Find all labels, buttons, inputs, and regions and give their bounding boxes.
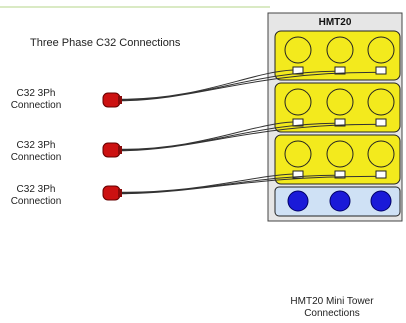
diagram-title: Three Phase C32 Connections (30, 37, 181, 49)
socket-2-3 (367, 88, 395, 116)
socket-indicator-2-2 (334, 118, 346, 127)
tower-title: HMT20 (319, 17, 352, 28)
cable-2-3 (119, 123, 377, 152)
socket-indicator-1-2 (334, 66, 346, 75)
hmt20-tower: HMT20 (267, 12, 403, 222)
cable-2-1 (119, 121, 294, 150)
plug-1-tail (118, 96, 122, 104)
plugs (102, 92, 122, 201)
socket-1-3 (367, 36, 395, 64)
connection-label-3-line1: C32 3Ph (16, 184, 56, 195)
breaker-2 (329, 190, 351, 212)
breaker-1 (287, 190, 309, 212)
socket-2-1 (284, 88, 312, 116)
tower-caption: HMT20 Mini Tower Connections (272, 296, 392, 320)
connection-label-2-line1: C32 3Ph (16, 140, 56, 151)
cable-3-1 (119, 173, 294, 193)
socket-3-3 (367, 140, 395, 168)
socket-2-2 (326, 88, 354, 116)
plug-3 (102, 185, 121, 201)
connection-label-3-line2: Connection (10, 196, 62, 207)
cables (119, 69, 377, 195)
connection-label-3: C32 3Ph Connection (6, 184, 66, 208)
connection-label-1-line2: Connection (10, 100, 62, 111)
connection-label-1-line1: C32 3Ph (16, 88, 56, 99)
plug-2-tail (118, 146, 122, 154)
socket-indicator-3-3 (375, 170, 387, 179)
cable-3-3 (119, 175, 377, 195)
plug-3-tail (118, 189, 122, 197)
socket-1-1 (284, 36, 312, 64)
cable-1-2 (119, 70, 336, 101)
tower-caption-line2: Connections (304, 308, 360, 319)
socket-3-2 (326, 140, 354, 168)
socket-indicator-3-2 (334, 170, 346, 179)
cable-1-3 (119, 71, 377, 102)
socket-1-2 (326, 36, 354, 64)
tower-caption-line1: HMT20 Mini Tower (290, 296, 374, 307)
socket-3-1 (284, 140, 312, 168)
cable-1-1 (119, 69, 294, 100)
plug-2 (102, 142, 121, 158)
socket-indicator-2-3 (375, 118, 387, 127)
socket-indicator-1-3 (375, 66, 387, 75)
plug-1 (102, 92, 121, 108)
connection-label-2: C32 3Ph Connection (6, 140, 66, 164)
connection-label-1: C32 3Ph Connection (6, 88, 66, 112)
breaker-3 (370, 190, 392, 212)
cable-2-2 (119, 122, 336, 151)
connection-label-2-line2: Connection (10, 152, 62, 163)
